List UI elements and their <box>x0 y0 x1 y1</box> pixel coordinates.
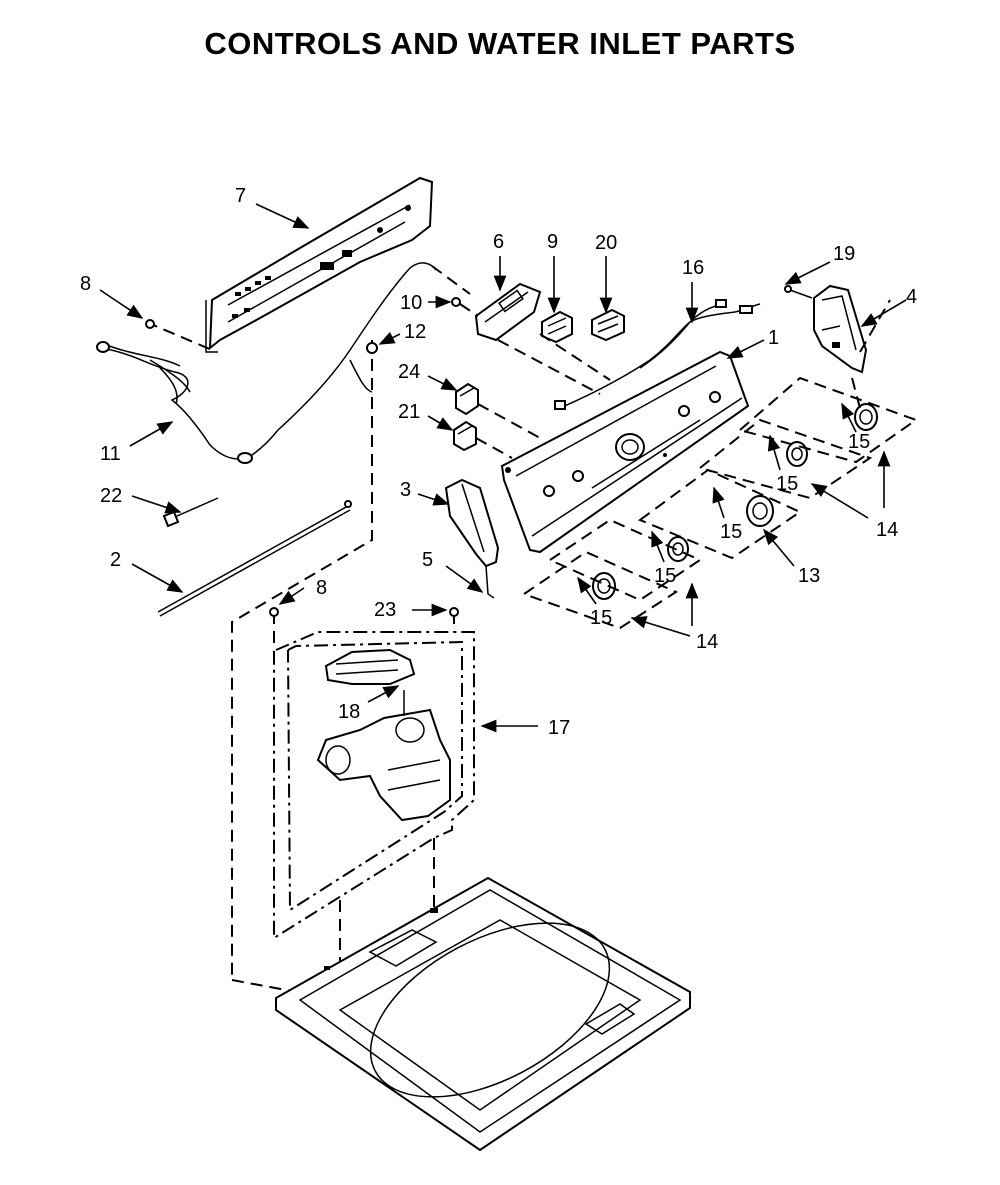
callout-8-upper: 8 <box>80 273 91 295</box>
cable-tie <box>162 497 219 528</box>
rear-console-cover <box>205 176 434 353</box>
callout-labels: 7 8 6 9 20 16 19 4 10 12 1 24 21 15 11 1… <box>80 185 917 739</box>
callout-15-a: 15 <box>848 431 870 453</box>
screw-23 <box>449 607 459 617</box>
callout-10: 10 <box>400 292 422 314</box>
callout-22: 22 <box>100 485 122 507</box>
screw-12 <box>366 342 378 354</box>
knob-kit-frame-14-lower <box>521 518 703 630</box>
callout-24: 24 <box>398 361 420 383</box>
switch-20 <box>591 308 625 342</box>
callout-19: 19 <box>833 243 855 265</box>
callout-16: 16 <box>682 257 704 279</box>
knob-15-b <box>786 441 808 467</box>
washer-top <box>275 876 691 1152</box>
water-inlet-valve-assembly <box>273 631 475 940</box>
assembly-lines <box>145 265 891 1001</box>
console-rod <box>157 500 352 617</box>
knob-15-c <box>667 536 689 562</box>
callout-15-c: 15 <box>720 521 742 543</box>
callout-15-b: 15 <box>776 473 798 495</box>
power-cord <box>96 262 437 464</box>
screw-8-lower <box>269 607 279 617</box>
callout-5: 5 <box>422 549 433 571</box>
callout-8-lower: 8 <box>316 577 327 599</box>
switch-21 <box>453 420 477 452</box>
screw-10 <box>451 297 461 307</box>
knob-kit-frame-14-upper <box>637 376 919 560</box>
console-panel <box>500 350 750 554</box>
callout-14-lower: 14 <box>696 631 718 653</box>
callout-2: 2 <box>110 549 121 571</box>
callout-21: 21 <box>398 401 420 423</box>
callout-20: 20 <box>595 232 617 254</box>
screw-19 <box>784 285 813 299</box>
console-end-cap <box>813 284 868 374</box>
callout-9: 9 <box>547 231 558 253</box>
switch-24 <box>455 382 479 416</box>
callout-6: 6 <box>493 231 504 253</box>
leader-arrows <box>99 203 907 733</box>
callout-12: 12 <box>404 321 426 343</box>
callout-7: 7 <box>235 185 246 207</box>
callout-3: 3 <box>400 479 411 501</box>
knob-13 <box>746 495 774 527</box>
knob-15-d <box>592 572 616 600</box>
callout-15-e: 15 <box>590 607 612 629</box>
screw-8-upper <box>145 319 155 329</box>
callout-1: 1 <box>768 327 779 349</box>
callout-17: 17 <box>548 717 570 739</box>
callout-23: 23 <box>374 599 396 621</box>
callout-13: 13 <box>798 565 820 587</box>
page-title: CONTROLS AND WATER INLET PARTS <box>204 26 796 61</box>
callout-4: 4 <box>906 286 917 308</box>
callout-15-d: 15 <box>654 565 676 587</box>
callout-11: 11 <box>100 443 121 465</box>
callout-18: 18 <box>338 701 360 723</box>
callout-14-upper: 14 <box>876 519 898 541</box>
knob-15-a <box>854 403 878 431</box>
user-interface-board <box>474 282 542 342</box>
console-bracket <box>444 478 500 599</box>
